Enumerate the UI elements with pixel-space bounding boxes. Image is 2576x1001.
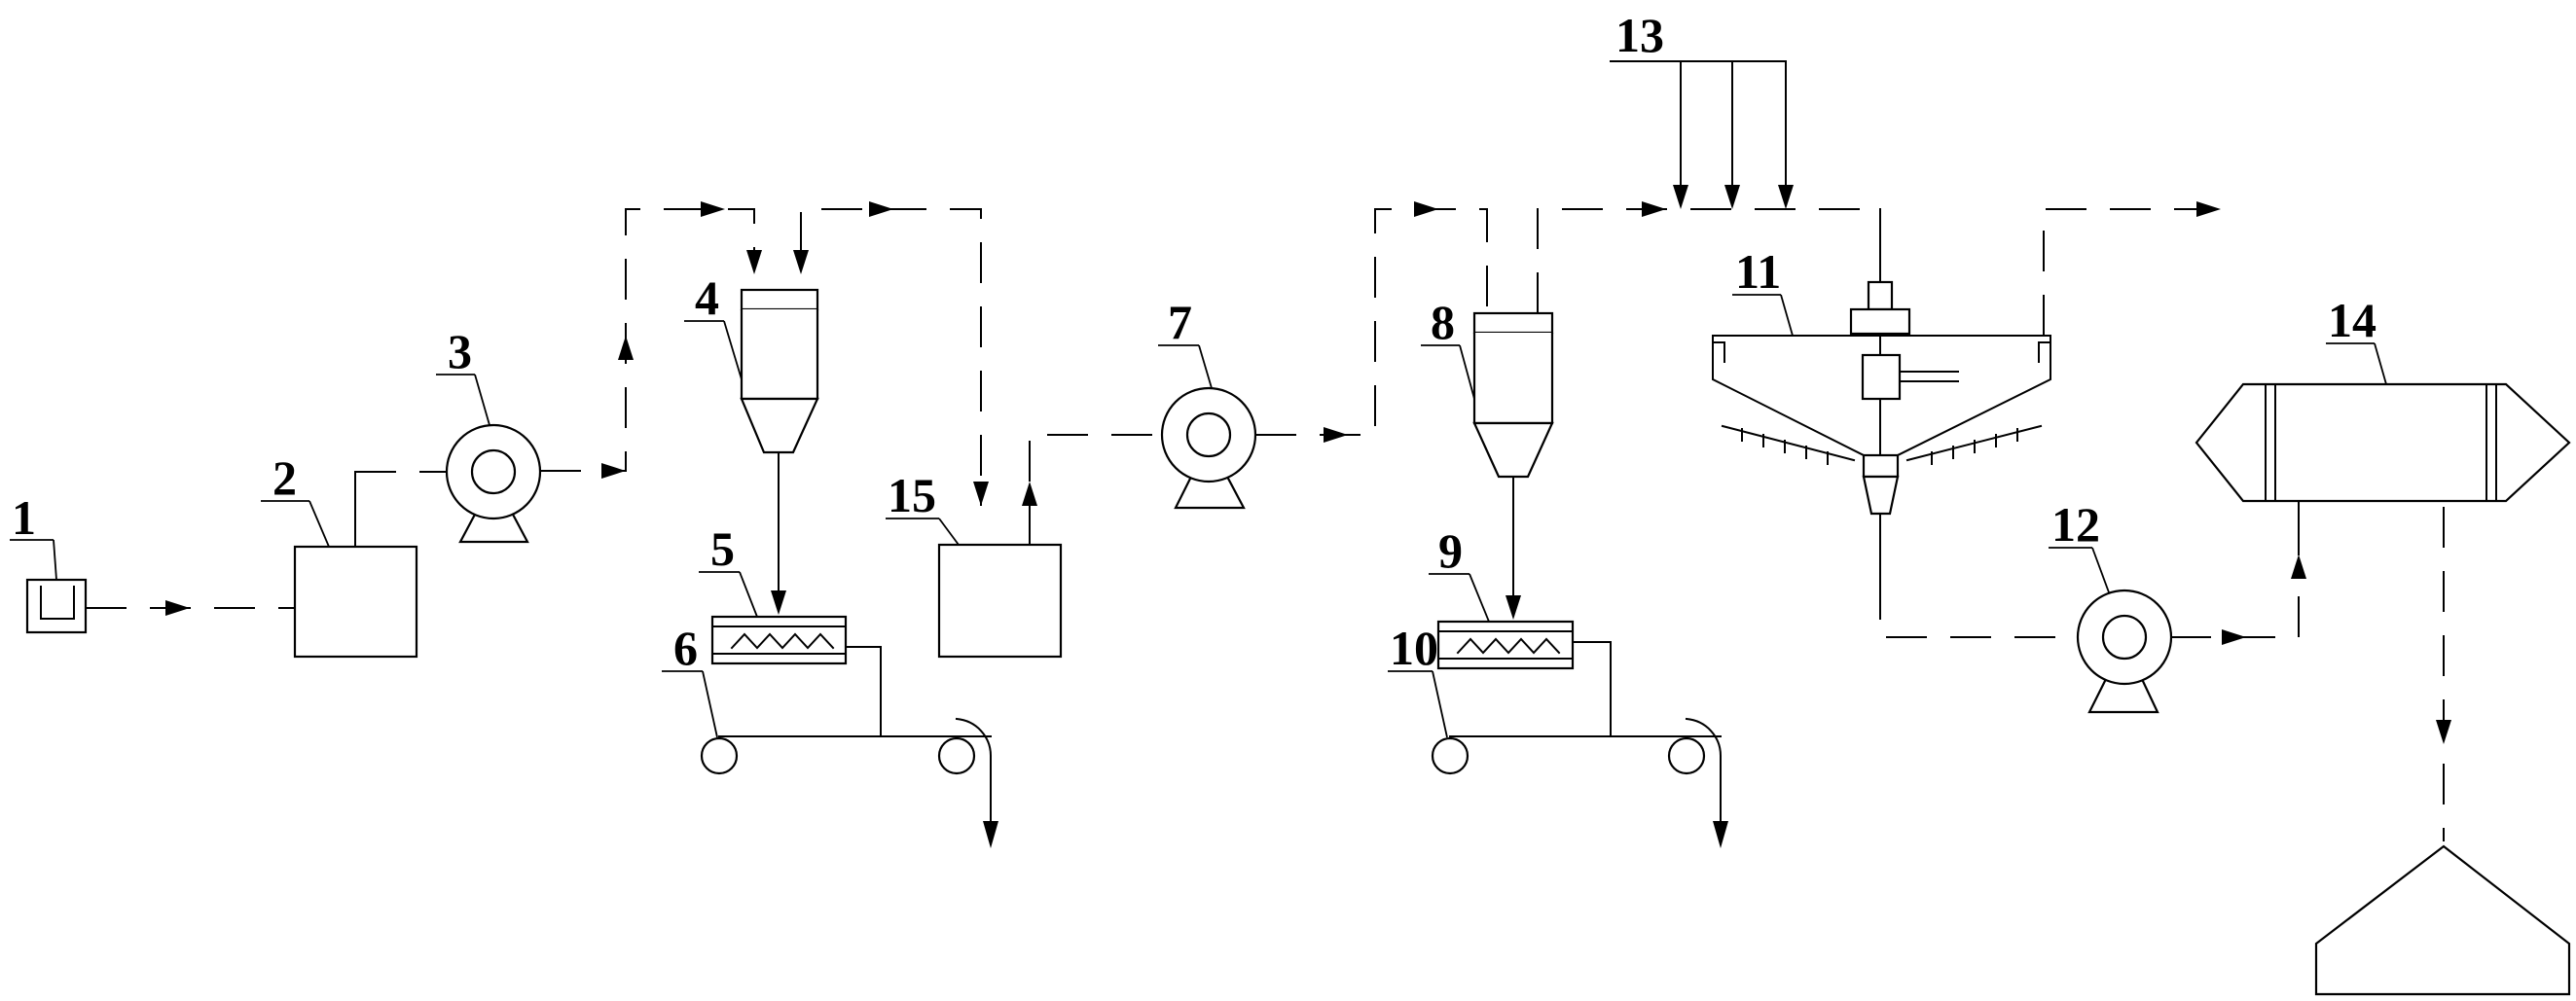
- label-14: 14: [2328, 293, 2376, 347]
- label-11: 11: [1735, 244, 1781, 299]
- flow-12-to-14: [2170, 564, 2300, 638]
- arrow-12-right: [2222, 629, 2246, 645]
- flow-lines: [86, 60, 2451, 841]
- equipment-14-filter: [2195, 382, 2571, 503]
- arrow-into-15: [973, 482, 989, 506]
- equipment-2-tank: [293, 545, 418, 659]
- equipment-8-cyclone: [1472, 311, 1554, 479]
- arrow-into-4a: [746, 250, 762, 274]
- label-9: 9: [1438, 523, 1463, 578]
- equipment-3-pump: [445, 423, 542, 544]
- arrow-into-4b: [793, 250, 809, 274]
- equipment-9-screw: [1436, 620, 1575, 670]
- arrow-1-to-2: [165, 600, 190, 616]
- flow-15-to-7: [1029, 434, 1163, 482]
- arrow-dose-2: [1724, 185, 1740, 209]
- flow-11-to-12: [1879, 579, 2081, 638]
- arrow-3-top: [701, 201, 725, 217]
- flow-3-to-4: [540, 208, 755, 472]
- equipment-5-screw: [710, 615, 848, 665]
- equipment-1: [25, 578, 88, 634]
- flow-11-overflow: [2043, 208, 2209, 336]
- equipment-15-tank: [937, 543, 1063, 659]
- arrow-4-top: [869, 201, 893, 217]
- label-6: 6: [673, 621, 698, 675]
- arrow-15-up: [1022, 482, 1037, 506]
- flow-8-to-11: [1537, 208, 1880, 313]
- equipment-7-pump: [1160, 386, 1257, 510]
- flow-4-to-15: [800, 208, 982, 506]
- arrow-into-5: [771, 590, 786, 615]
- number-labels: 1 2 3 4 5 6 7 8 9 10 11 12 13 14 15: [12, 8, 2376, 675]
- label-15: 15: [888, 468, 936, 522]
- clarifier-rake-left: [1741, 428, 1829, 465]
- arrow-8-top: [1642, 201, 1666, 217]
- label-1: 1: [12, 490, 36, 545]
- label-13: 13: [1615, 8, 1664, 62]
- arrow-14-down: [2436, 720, 2451, 744]
- arrow-7-top: [1414, 201, 1438, 217]
- equipment-6-belt: [700, 646, 998, 848]
- arrow-dose-1: [1673, 185, 1688, 209]
- clarifier-rake-right: [1931, 428, 2018, 465]
- equipment-10-belt: [1431, 641, 1728, 848]
- arrow-3-up: [618, 336, 634, 360]
- label-2: 2: [272, 450, 297, 505]
- label-3: 3: [448, 324, 472, 378]
- arrow-3-right: [601, 463, 626, 479]
- arrow-into-14: [2291, 554, 2306, 579]
- equipment-11-clarifier: [1712, 280, 2051, 516]
- arrow-11-overflow: [2196, 201, 2221, 217]
- label-7: 7: [1168, 295, 1192, 349]
- leader-lines: [10, 60, 2387, 738]
- label-4: 4: [695, 270, 719, 325]
- arrow-into-9: [1506, 595, 1521, 620]
- label-12: 12: [2051, 497, 2100, 552]
- label-8: 8: [1431, 295, 1455, 349]
- product-bin: [2314, 844, 2571, 996]
- equipment-4-cyclone: [740, 288, 819, 454]
- equipment-12-pump: [2076, 589, 2173, 714]
- arrow-7-right: [1324, 427, 1348, 443]
- label-10: 10: [1390, 621, 1438, 675]
- label-5: 5: [710, 521, 735, 576]
- arrow-dose-3: [1778, 185, 1794, 209]
